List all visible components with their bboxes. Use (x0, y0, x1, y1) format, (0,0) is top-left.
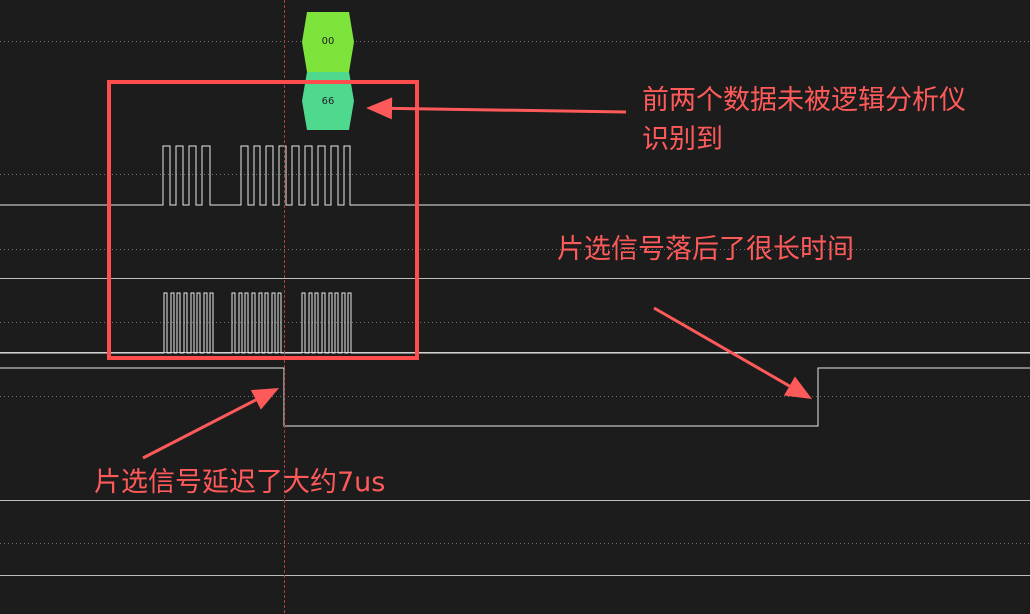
signal-traces (0, 145, 1030, 427)
chip-select-waveform[interactable] (0, 367, 1030, 427)
arrow-to-cs-fall-icon (653, 306, 812, 399)
annotation-cs-lag: 片选信号落后了很长时间 (557, 234, 854, 265)
annotation-undetected-line2: 识别到 (642, 124, 723, 155)
decode-byte-box-2[interactable] (302, 72, 354, 130)
annotation-undetected-line1: 前两个数据未被逻辑分析仪 (642, 85, 966, 116)
annotation-cs-delay: 片选信号延迟了大约7us (94, 467, 386, 498)
mosi-waveform[interactable] (0, 145, 1030, 206)
arrow-to-decode-icon (366, 97, 627, 120)
decode-byte-label-2: 66 (321, 96, 335, 107)
highlight-rectangle (107, 80, 419, 360)
clock-waveform[interactable] (0, 292, 1030, 354)
arrow-to-cs-rise-icon (142, 388, 279, 460)
decode-byte-label-1: 00 (321, 36, 335, 47)
decode-byte-box-1[interactable] (302, 12, 354, 72)
